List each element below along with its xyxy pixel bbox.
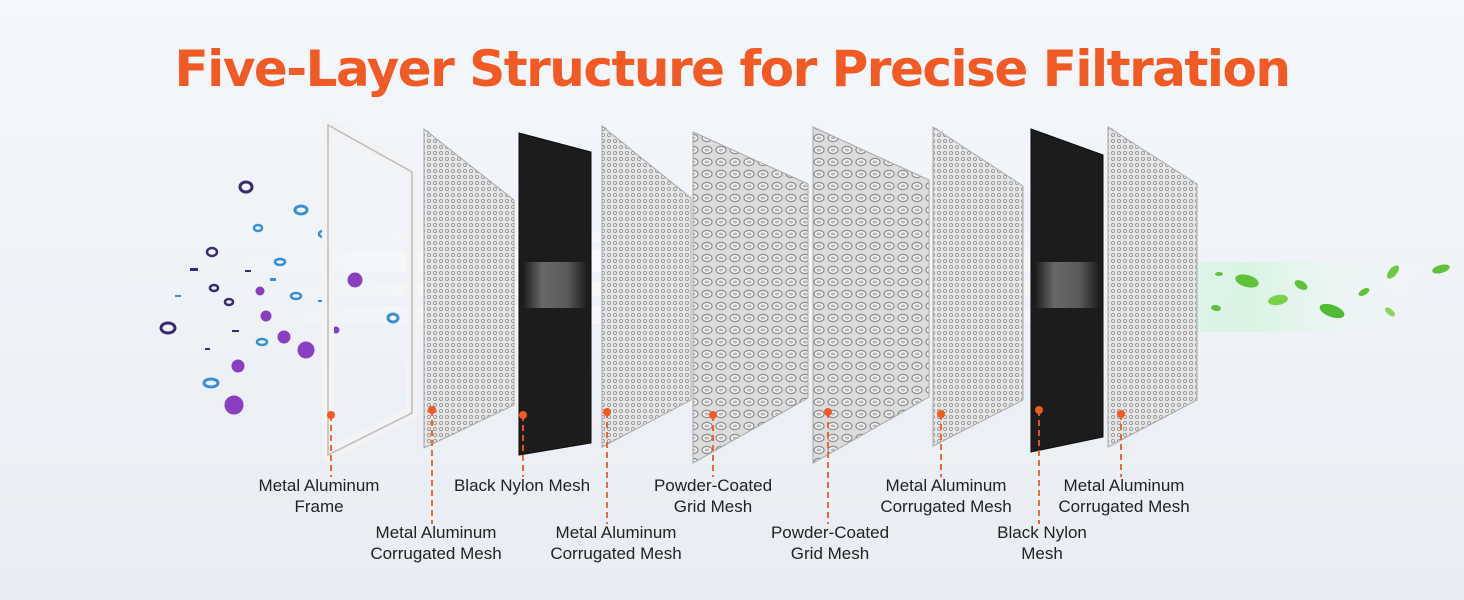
layer-label-line2: Corrugated Mesh [550,544,682,563]
layer-label-line2: Grid Mesh [673,497,753,516]
page-title: Five-Layer Structure for Precise Filtrat… [174,40,1291,98]
filter-layer-5-grid [692,131,809,464]
callout-dot [603,408,611,416]
layer-label-line1: Metal Aluminum [555,523,677,542]
filter-layer-3-nylon [518,132,592,456]
callout-dot [519,411,527,419]
callout-lines [327,406,1125,524]
filter-layer-4-corrugated [601,124,692,448]
filter-layer-9-corrugated [1107,126,1198,448]
dust-particles-icon [159,180,400,389]
filter-layer-1-frame [322,119,418,461]
layer-label-line2: Frame [294,497,344,516]
filter-layer-8-nylon [1030,128,1104,453]
filter-layer-6-grid [812,126,930,464]
layer-label-line1: Metal Aluminum [1063,476,1185,495]
filter-layers [322,119,1198,464]
callout-dot [1035,406,1043,414]
callout-dot [327,411,335,419]
layer-label-line2: Corrugated Mesh [1058,497,1190,516]
callout-dot [1117,410,1125,418]
layer-label-line2: Mesh [1021,544,1063,563]
layer-label-line1: Metal Aluminum [885,476,1007,495]
layer-label: Black Nylon Mesh [454,475,590,496]
callout-dot [428,406,436,414]
filter-layer-7-corrugated [932,126,1024,447]
callout-dot [709,411,717,419]
layer-label-line2: Grid Mesh [790,544,870,563]
layer-label-line1: Powder-Coated [653,476,773,495]
layer-label-line1: Metal Aluminum [375,523,497,542]
layer-label-line1: Black Nylon Mesh [453,476,591,495]
callout-dot [824,408,832,416]
filter-layer-2-corrugated [423,127,515,449]
virus-icon [224,272,363,415]
layer-label-line2: Corrugated Mesh [880,497,1012,516]
layer-label-line1: Metal Aluminum [258,476,380,495]
layer-label-line1: Powder-Coated [770,523,890,542]
callout-dot [937,410,945,418]
layer-label-line2: Corrugated Mesh [370,544,502,563]
layer-label-line1: Black Nylon [997,523,1087,542]
